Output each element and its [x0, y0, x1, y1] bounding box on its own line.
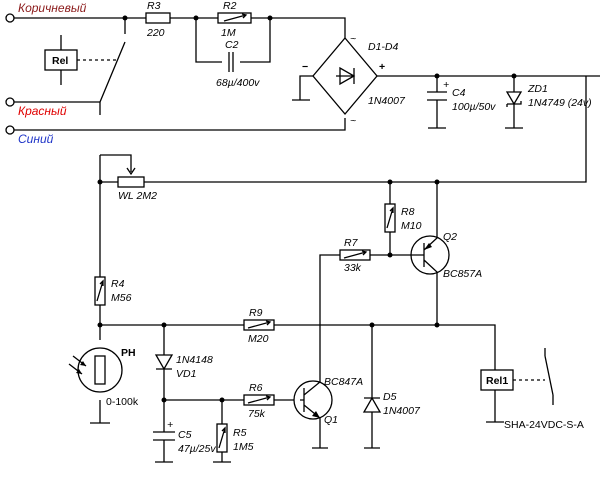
junction [122, 15, 128, 21]
r6-value: 75k [248, 408, 266, 420]
relay-top: Rel [44, 35, 118, 115]
r3-value: 220 [146, 27, 165, 39]
diode-d5: D5 1N4007 [362, 325, 421, 449]
transistor-q1: BC847A Q1 [293, 376, 363, 449]
q1-ref: Q1 [324, 414, 338, 426]
r6-ref: R6 [249, 382, 263, 394]
q1-value: BC847A [324, 376, 363, 388]
ph-value: 0-100k [106, 396, 139, 408]
bridge-rectifier: ~ ~ − + D1-D4 1N4007 [292, 33, 600, 127]
r7-ref: R7 [344, 237, 359, 249]
ph-ref: PH [121, 347, 136, 359]
r8-value: M10 [401, 220, 422, 232]
wire-label-red: Красный [18, 104, 67, 118]
resistor-r4: R4 M56 [94, 276, 132, 325]
r9-value: M20 [248, 333, 269, 345]
c5-value: 47µ/25v [178, 443, 216, 455]
rel1-ref: Rel1 [486, 375, 508, 387]
terminal-red [5, 97, 15, 107]
d5-value: 1N4007 [383, 405, 421, 417]
r2-value: 1M [221, 27, 236, 39]
c5-ref: C5 [178, 429, 192, 441]
junction [193, 15, 199, 21]
junction [267, 15, 273, 21]
diode-vd1: 1N4148 VD1 [154, 325, 213, 400]
potentiometer-wl: WL 2M2 [97, 154, 157, 202]
bridge-ref: D1-D4 [368, 41, 399, 53]
q2-ref: Q2 [443, 231, 457, 243]
wire-label-brown: Коричневый [18, 1, 87, 15]
bridge-value: 1N4007 [368, 95, 406, 107]
photoresistor-ph: PH 0-100k [68, 325, 139, 424]
terminal-brown [5, 13, 15, 23]
mains-wiring [12, 17, 346, 131]
bridge-ac-bottom: ~ [350, 115, 356, 127]
relay-rel1: Rel1 SHA-24VDC-S-A [480, 348, 584, 431]
wl-label: WL 2M2 [118, 190, 157, 202]
capacitor-c2: C2 68µ/400v [216, 39, 260, 89]
main-node-wire [100, 324, 496, 370]
resistor-r2: R2 1M [217, 0, 252, 39]
resistor-r5: R5 1M5 [213, 400, 254, 463]
capacitor-c4: + C4 100µ/50v [427, 73, 496, 129]
c5-plus: + [167, 419, 173, 431]
c4-value: 100µ/50v [452, 101, 496, 113]
transistor-q2: Q2 BC857A [387, 179, 482, 325]
r4-ref: R4 [111, 278, 125, 290]
terminal-blue [5, 125, 15, 135]
rel1-value: SHA-24VDC-S-A [504, 419, 584, 431]
junction [434, 322, 440, 328]
capacitor-c5: + C5 47µ/25v [153, 400, 216, 463]
zener-zd1: ZD1 1N4749 (24v) [505, 73, 592, 129]
r3-ref: R3 [147, 0, 161, 12]
r5-value: 1M5 [233, 441, 254, 453]
c2-ref: C2 [225, 39, 239, 51]
resistor-r6: R6 75k [243, 382, 275, 420]
wire-label-blue: Синий [18, 132, 54, 146]
r4-value: M56 [111, 292, 132, 304]
q2-value: BC857A [443, 268, 482, 280]
bridge-plus: + [379, 61, 385, 73]
vd1-value: 1N4148 [176, 354, 213, 366]
vd1-ref: VD1 [176, 368, 196, 380]
c4-plus: + [443, 79, 449, 91]
bridge-minus: − [302, 61, 308, 73]
c2-value: 68µ/400v [216, 77, 260, 89]
r8-ref: R8 [401, 206, 415, 218]
supply-rail [99, 76, 587, 280]
zd1-value: 1N4749 (24v) [528, 97, 592, 109]
d5-ref: D5 [383, 391, 397, 403]
r2-ref: R2 [223, 0, 237, 12]
r7-value: 33k [344, 262, 362, 274]
zd1-ref: ZD1 [527, 83, 548, 95]
resistor-r9: R9 M20 [243, 307, 275, 345]
r5-ref: R5 [233, 427, 247, 439]
resistor-r8: R8 M10 [384, 179, 422, 255]
r9-ref: R9 [249, 307, 263, 319]
bridge-ac-top: ~ [350, 33, 356, 45]
resistor-r3: R3 220 [145, 0, 171, 39]
resistor-r7: R7 33k [319, 237, 390, 380]
relay-top-label: Rel [52, 55, 68, 67]
c4-ref: C4 [452, 87, 466, 99]
